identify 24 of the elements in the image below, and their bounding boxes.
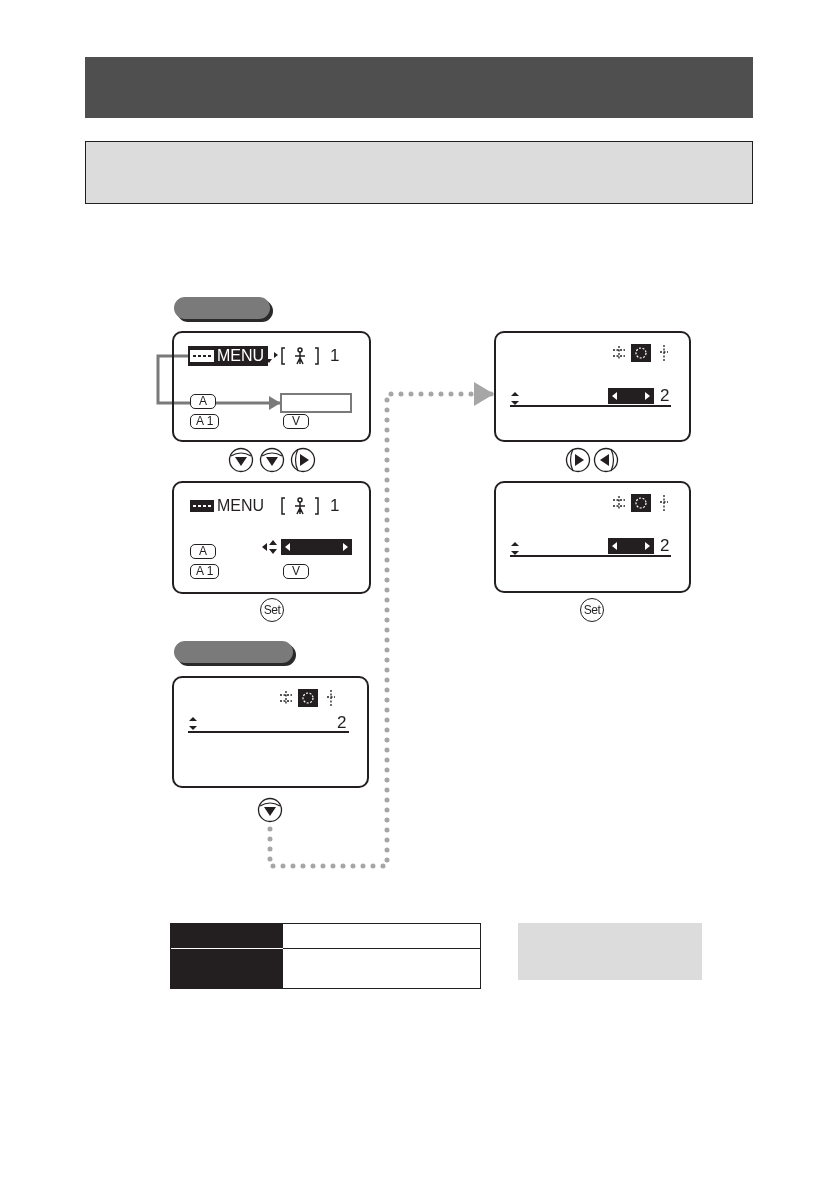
step-tab bbox=[174, 641, 293, 663]
lcd-screen bbox=[494, 481, 691, 593]
lcd-screen bbox=[172, 676, 369, 788]
key-label: A bbox=[190, 544, 216, 559]
key-label: A bbox=[190, 394, 216, 409]
set-button-icon: Set bbox=[580, 598, 604, 622]
lcd-number: 1 bbox=[330, 496, 340, 516]
arrow bbox=[156, 354, 282, 410]
key-label: A 1 bbox=[190, 564, 220, 579]
key-label: V bbox=[283, 414, 309, 429]
key-label: V bbox=[283, 564, 309, 579]
lcd-screen bbox=[494, 331, 691, 442]
lcd-screen bbox=[172, 481, 371, 594]
lcd-number: 2 bbox=[337, 713, 347, 733]
menu-label: MENU bbox=[188, 496, 267, 516]
lcd-number: 2 bbox=[660, 536, 670, 556]
value-field bbox=[280, 393, 352, 413]
step-tab bbox=[174, 297, 270, 319]
key-label: A 1 bbox=[190, 414, 220, 429]
lcd-number: 1 bbox=[330, 346, 340, 366]
lcd-number: 2 bbox=[660, 386, 670, 406]
lcd-screen bbox=[172, 331, 371, 442]
dotted-arrow bbox=[267, 382, 495, 869]
set-button-icon: Set bbox=[260, 598, 284, 622]
